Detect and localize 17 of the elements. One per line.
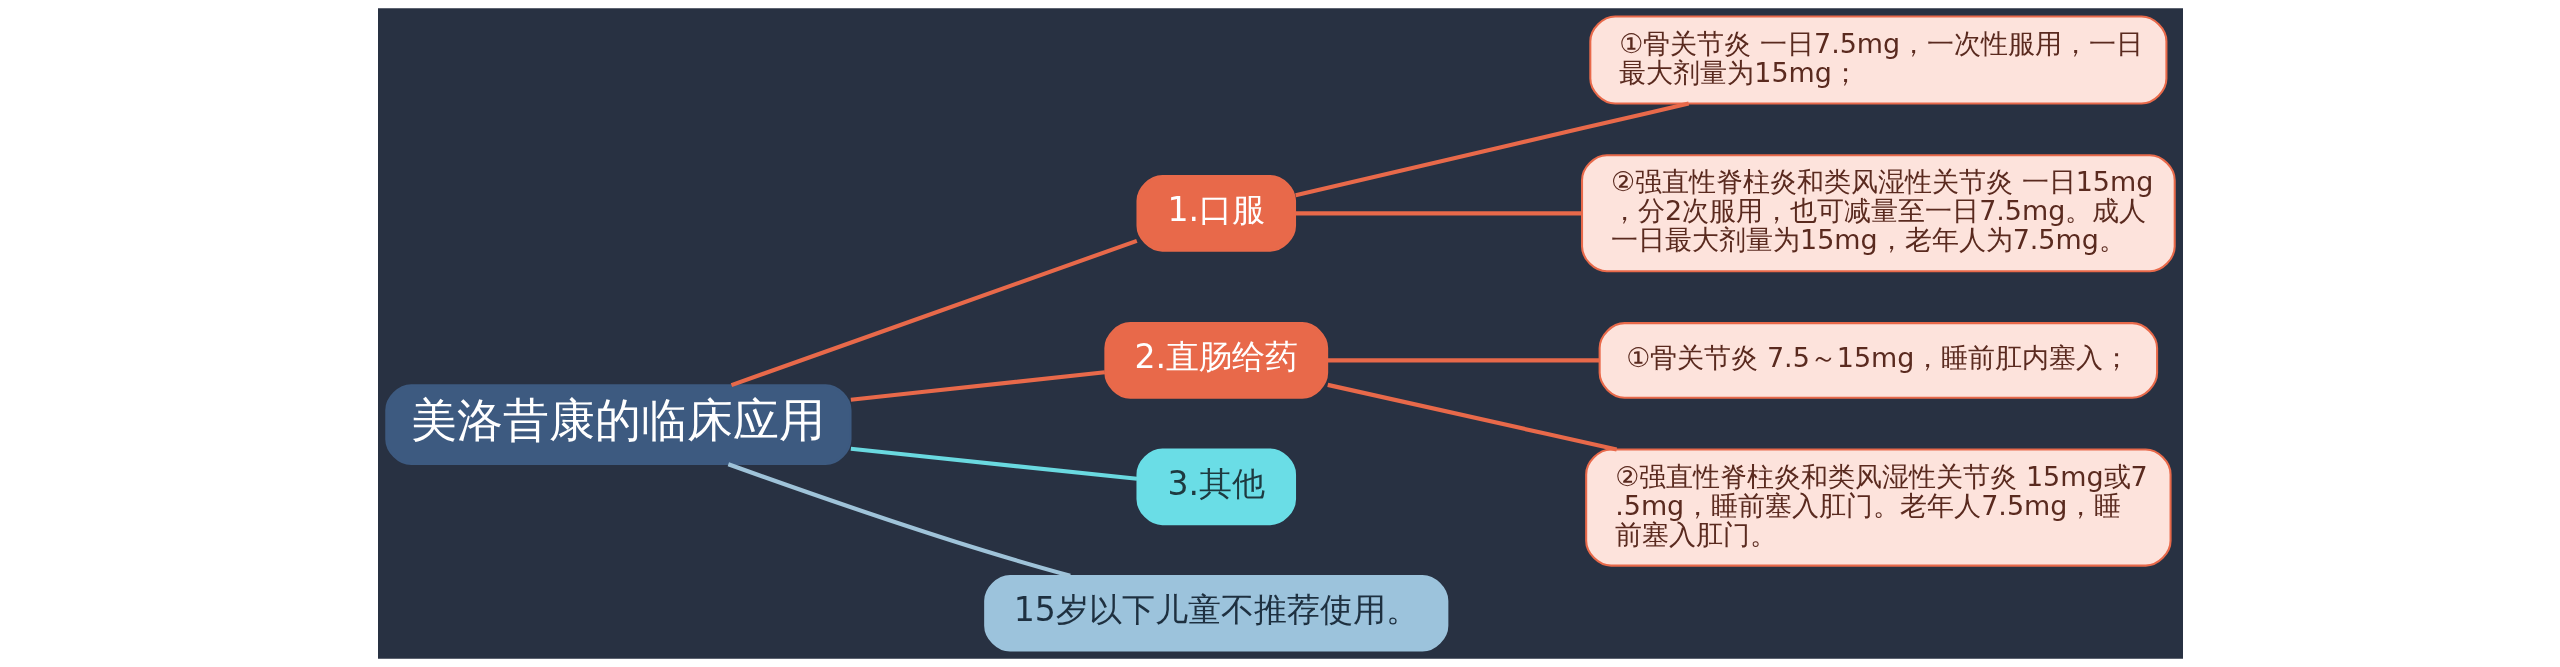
- node-box: 1.口服: [1135, 174, 1296, 252]
- node-box: 3.其他: [1135, 448, 1296, 526]
- connector: [1294, 101, 1689, 198]
- node-box: ②强直性脊柱炎和类风湿性关节炎 15mg或7.5mg，睡前塞入肛门。老年人7.5mg，睡前塞入肛门。: [1584, 448, 2172, 567]
- node-box: 美洛昔康的临床应用: [384, 384, 852, 466]
- node-box: ①骨关节炎 7.5～15mg，睡前肛内塞入；: [1598, 322, 2158, 399]
- connector: [1294, 211, 1582, 216]
- node-box: 15岁以下儿童不推荐使用。: [983, 574, 1448, 652]
- connector: [730, 238, 1138, 388]
- node-box: 2.直肠给药: [1103, 322, 1328, 399]
- node-box: ①骨关节炎 一日7.5mg，一次性服用，一日最大剂量为15mg；: [1588, 15, 2167, 105]
- connector: [850, 446, 1137, 481]
- connector: [1326, 382, 1617, 452]
- node-box: ②强直性脊柱炎和类风湿性关节炎 一日15mg，分2次服用，也可减量至一日7.5mg。成人一日最大剂量为15mg，老年人为7.5mg。: [1580, 154, 2176, 273]
- connector: [727, 462, 1071, 578]
- connector: [850, 370, 1105, 402]
- connector: [1327, 358, 1599, 363]
